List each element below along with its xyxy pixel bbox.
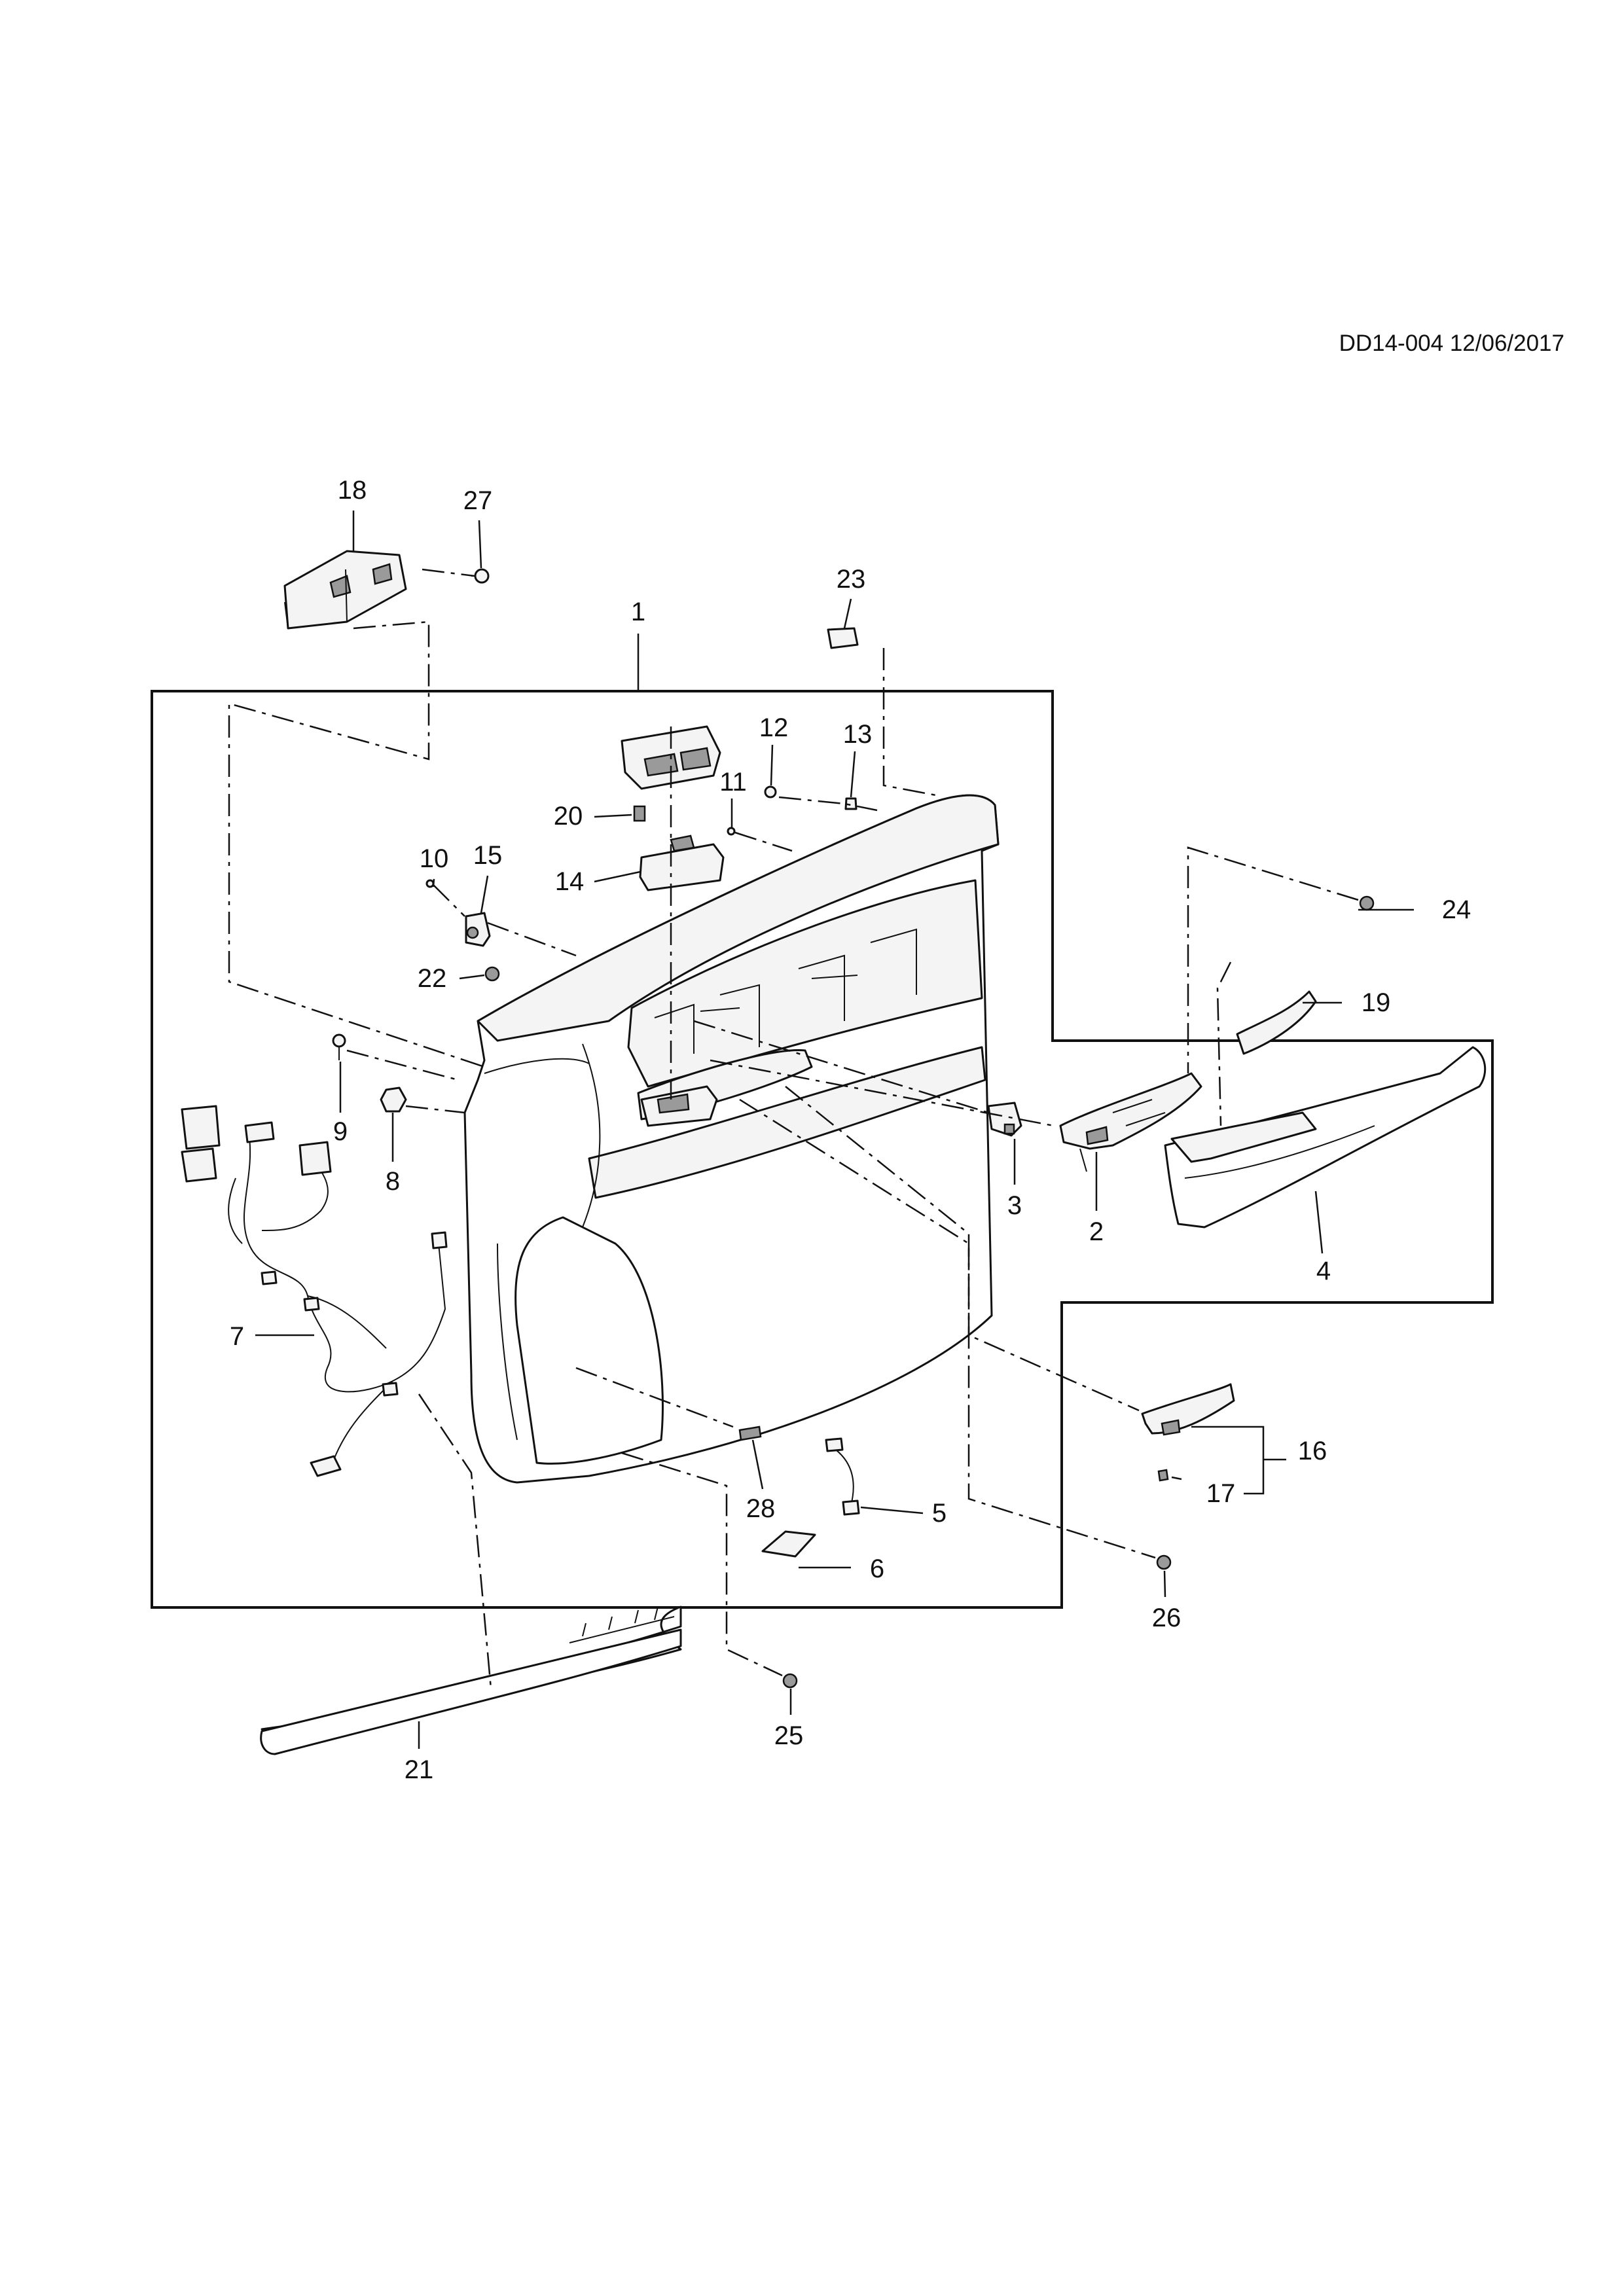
part-fastener-13 — [844, 797, 857, 810]
callout-24: 24 — [1442, 895, 1471, 924]
part-screw-24 — [1359, 895, 1375, 911]
callout-27: 27 — [463, 486, 493, 515]
assembly-lines — [228, 568, 1359, 1689]
callout-2: 2 — [1089, 1217, 1104, 1246]
part-fastener-10 — [425, 879, 435, 888]
part-sill-plate-21 — [260, 1605, 682, 1755]
part-armrest-cover-4 — [1164, 1046, 1487, 1229]
part-handle-bracket-2 — [1059, 1072, 1202, 1172]
callout-19: 19 — [1362, 988, 1391, 1017]
callout-9: 9 — [333, 1117, 348, 1146]
callout-23: 23 — [837, 565, 866, 594]
leader-lines — [255, 511, 1414, 1749]
part-cable-5 — [825, 1437, 860, 1516]
callout-21: 21 — [405, 1755, 434, 1784]
part-pad-6 — [761, 1530, 816, 1558]
window-switch — [639, 834, 725, 891]
callout-10: 10 — [420, 844, 449, 873]
callout-labels: 1 2 3 4 5 6 7 8 9 10 11 12 13 14 15 16 1… — [230, 476, 1471, 1784]
part-clip-23 — [827, 627, 859, 649]
callout-12: 12 — [759, 713, 789, 742]
part-fastener-12 — [764, 785, 777, 798]
callout-4: 4 — [1316, 1257, 1331, 1285]
callout-16: 16 — [1298, 1437, 1327, 1465]
part-clip-17 — [1157, 1469, 1169, 1482]
part-bracket-18 — [283, 550, 407, 630]
callout-22: 22 — [418, 964, 447, 993]
callout-1: 1 — [631, 598, 645, 626]
part-screw-26 — [1156, 1554, 1172, 1570]
callout-28: 28 — [746, 1494, 776, 1523]
callout-14: 14 — [555, 867, 585, 896]
part-clip-9 — [332, 1033, 346, 1060]
part-label-28 — [738, 1426, 762, 1441]
part-screw-25 — [782, 1673, 798, 1689]
callout-15: 15 — [473, 841, 503, 870]
callout-17: 17 — [1206, 1479, 1236, 1508]
part-fastener-11 — [727, 827, 736, 836]
part-insert-19 — [1236, 990, 1317, 1055]
assembly-frame — [151, 690, 1494, 1609]
callout-8: 8 — [386, 1167, 400, 1196]
callout-20: 20 — [554, 802, 583, 831]
document-code: DD14-004 12/06/2017 — [1339, 331, 1564, 356]
part-handle-bezel-16 — [1141, 1383, 1235, 1436]
part-nut-22 — [484, 966, 500, 982]
callout-13: 13 — [843, 720, 873, 749]
part-wiring-harness-7 — [181, 1105, 448, 1477]
armrest-switch — [640, 1085, 718, 1127]
callout-3: 3 — [1007, 1191, 1022, 1220]
part-bracket-3 — [987, 1102, 1022, 1137]
callout-6: 6 — [870, 1554, 884, 1583]
callout-7: 7 — [230, 1322, 244, 1351]
callout-5: 5 — [932, 1499, 947, 1528]
part-grommet-8 — [380, 1086, 407, 1113]
callout-18: 18 — [338, 476, 367, 505]
door-trim-panel — [463, 794, 1000, 1484]
part-bracket-15 — [465, 912, 491, 947]
callout-26: 26 — [1152, 1604, 1182, 1632]
callout-11: 11 — [719, 768, 747, 797]
callout-25: 25 — [774, 1721, 804, 1750]
